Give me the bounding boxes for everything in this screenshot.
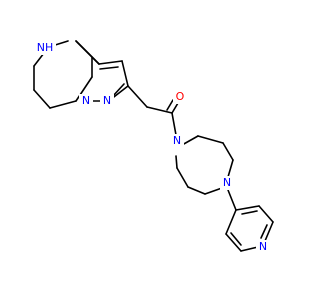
- atom-label-n: N: [82, 94, 90, 107]
- bond: [258, 205, 274, 223]
- atom-n-pyrazole-bottom: N: [100, 94, 114, 108]
- atom-label-nh: NH: [37, 41, 54, 54]
- atom-labels: NH N N O N N N: [34, 41, 270, 254]
- atom-label-n: N: [259, 240, 267, 253]
- bond: [264, 221, 274, 242]
- bond: [112, 83, 125, 97]
- atom-label-n: N: [223, 176, 231, 189]
- bond: [171, 112, 177, 136]
- bond: [33, 52, 45, 67]
- atom-o-carbonyl: O: [173, 90, 187, 104]
- atom-n-diazepane-aryl: N: [220, 176, 234, 190]
- bond: [227, 159, 234, 178]
- atom-n-diazepane-amide: N: [170, 134, 184, 148]
- bond: [181, 135, 199, 146]
- bond: [260, 224, 268, 239]
- bond: [98, 60, 123, 65]
- bond: [175, 155, 178, 169]
- bond: [91, 56, 100, 65]
- bond: [99, 66, 119, 70]
- atom-label-o: O: [176, 90, 185, 103]
- atom-n-pyrazole-fused: N: [79, 94, 93, 108]
- bond: [49, 100, 77, 109]
- atom-label-background: [79, 94, 93, 108]
- bond: [225, 209, 237, 235]
- bond: [176, 167, 189, 188]
- atom-label-n: N: [103, 94, 111, 107]
- bond: [197, 135, 224, 144]
- bond: [225, 233, 242, 252]
- bond: [241, 210, 258, 215]
- bond: [121, 60, 129, 87]
- molecule-structure-diagram: NH N N O N N N: [33, 40, 274, 254]
- atom-label-background: [256, 240, 270, 254]
- bond: [75, 76, 93, 102]
- bond: [127, 85, 148, 108]
- bond: [187, 186, 206, 195]
- atom-label-background: [220, 176, 234, 190]
- bond: [33, 89, 51, 109]
- atom-label-background: [170, 134, 184, 148]
- bond: [146, 106, 173, 114]
- atom-n-pyridine: N: [256, 240, 270, 254]
- atom-label-background: [173, 90, 187, 104]
- atom-label-background: [100, 94, 114, 108]
- atom-label-n: N: [173, 134, 181, 147]
- atom-nh: NH: [34, 41, 56, 55]
- bond-lines: [33, 40, 274, 252]
- bond: [240, 246, 259, 252]
- bond: [235, 205, 260, 211]
- bond: [230, 232, 242, 246]
- bond: [166, 99, 174, 111]
- bond: [204, 187, 223, 195]
- bond: [222, 142, 234, 161]
- atom-label-background: [34, 41, 56, 55]
- bond: [227, 189, 237, 211]
- bond: [171, 102, 179, 114]
